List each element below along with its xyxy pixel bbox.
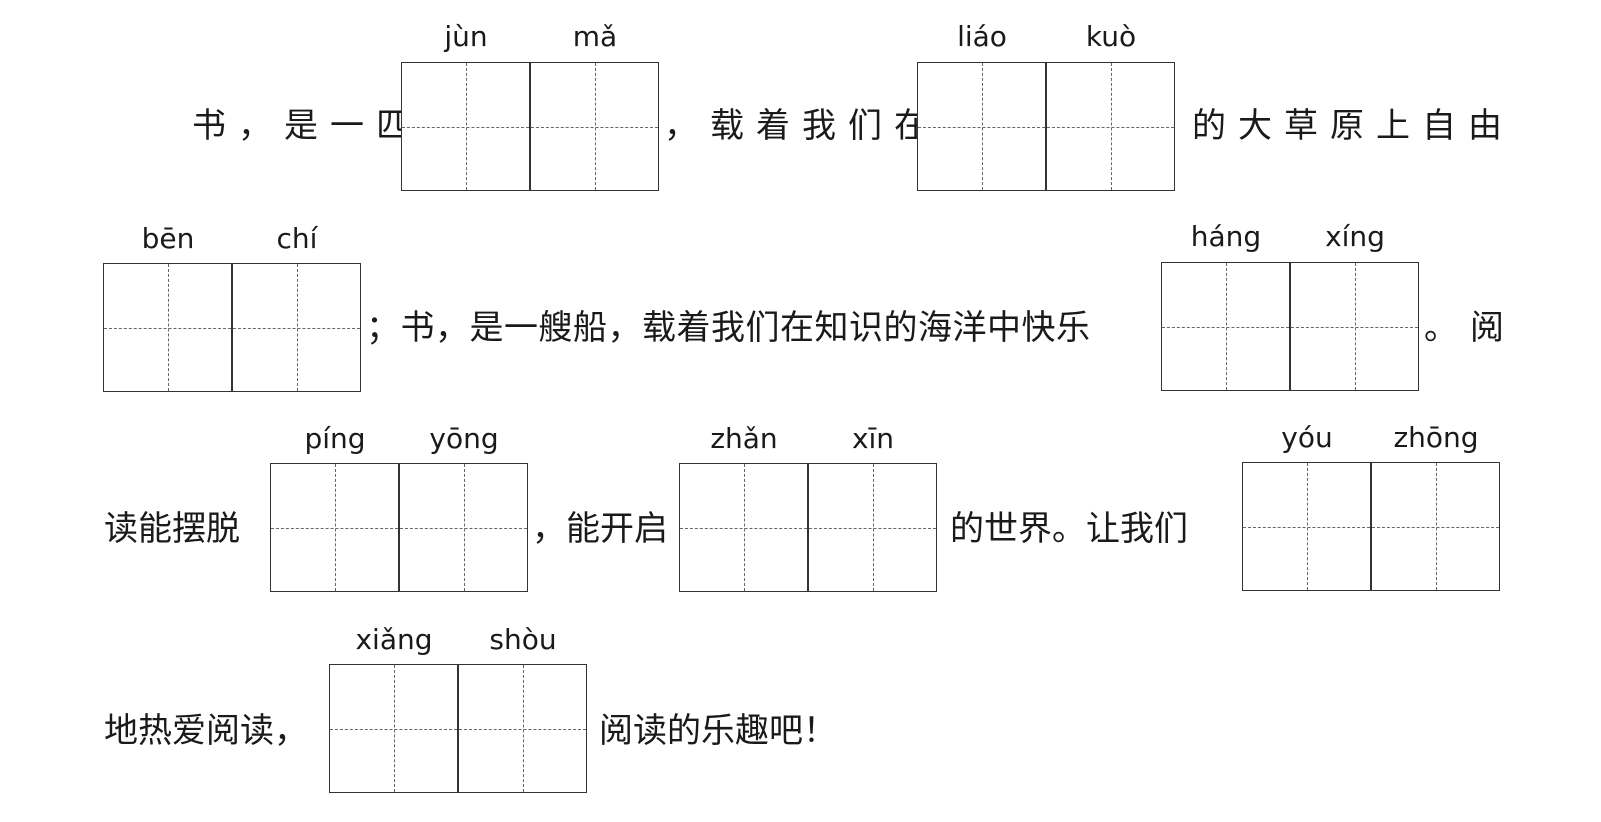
pinyin-label: jùn bbox=[444, 20, 488, 53]
character-grid-cell[interactable] bbox=[329, 664, 458, 793]
character-grid-cell[interactable] bbox=[917, 62, 1046, 191]
pinyin-label: chí bbox=[276, 222, 318, 255]
character-grid-cell[interactable] bbox=[232, 263, 361, 392]
pinyin-label: mǎ bbox=[572, 20, 618, 53]
character-grid-cell[interactable] bbox=[270, 463, 399, 592]
pinyin-label: shòu bbox=[489, 623, 557, 656]
text-segment: 地热爱阅读， bbox=[104, 711, 308, 751]
pinyin-label: xíng bbox=[1325, 220, 1385, 253]
text-segment: 。阅 bbox=[1424, 308, 1516, 348]
character-grid-cell[interactable] bbox=[1371, 462, 1500, 591]
answer-box-pair[interactable] bbox=[401, 62, 661, 192]
pinyin-label: xiǎng bbox=[355, 623, 433, 656]
text-segment: 的大草原上自由 bbox=[1192, 106, 1514, 146]
text-segment: 书，是一匹 bbox=[192, 106, 422, 146]
character-grid-cell[interactable] bbox=[103, 263, 232, 392]
text-segment: 读能摆脱 bbox=[104, 509, 240, 549]
answer-box-pair[interactable] bbox=[270, 463, 530, 593]
character-grid-cell[interactable] bbox=[808, 463, 937, 592]
answer-box-pair[interactable] bbox=[329, 664, 589, 794]
pinyin-label: kuò bbox=[1085, 20, 1137, 53]
answer-box-pair[interactable] bbox=[1161, 262, 1421, 392]
pinyin-label: bēn bbox=[141, 222, 195, 255]
character-grid-cell[interactable] bbox=[458, 664, 587, 793]
character-grid-cell[interactable] bbox=[530, 62, 659, 191]
text-segment: ，能开启 bbox=[532, 509, 668, 549]
character-grid-cell[interactable] bbox=[1046, 62, 1175, 191]
text-segment: ，载着我们在 bbox=[664, 106, 940, 146]
character-grid-cell[interactable] bbox=[1242, 462, 1371, 591]
pinyin-label: háng bbox=[1190, 220, 1262, 253]
pinyin-label: píng bbox=[304, 422, 366, 455]
character-grid-cell[interactable] bbox=[399, 463, 528, 592]
text-segment: 的世界。让我们 bbox=[950, 509, 1188, 549]
answer-box-pair[interactable] bbox=[917, 62, 1177, 192]
answer-box-pair[interactable] bbox=[103, 263, 363, 393]
character-grid-cell[interactable] bbox=[401, 62, 530, 191]
pinyin-label: zhǎn bbox=[710, 422, 778, 455]
answer-box-pair[interactable] bbox=[1242, 462, 1502, 592]
character-grid-cell[interactable] bbox=[1161, 262, 1290, 391]
pinyin-label: zhōng bbox=[1393, 421, 1479, 454]
pinyin-label: yóu bbox=[1281, 421, 1333, 454]
pinyin-label: liáo bbox=[957, 20, 1007, 53]
pinyin-label: xīn bbox=[851, 422, 895, 455]
answer-box-pair[interactable] bbox=[679, 463, 939, 593]
pinyin-label: yōng bbox=[429, 422, 499, 455]
character-grid-cell[interactable] bbox=[679, 463, 808, 592]
character-grid-cell[interactable] bbox=[1290, 262, 1419, 391]
text-segment: ；书，是一艘船，载着我们在知识的海洋中快乐 bbox=[366, 308, 1091, 348]
text-segment: 阅读的乐趣吧！ bbox=[599, 711, 837, 751]
